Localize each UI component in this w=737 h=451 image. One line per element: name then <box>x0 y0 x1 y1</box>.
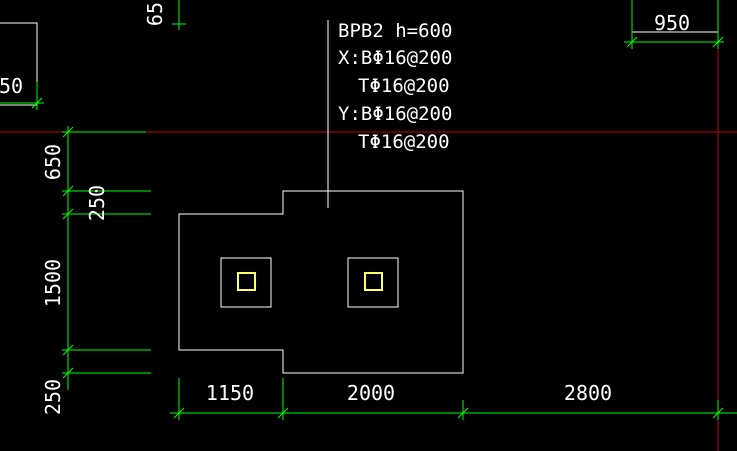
dimension-chain-bottom <box>170 378 737 420</box>
dim-text-950: 950 <box>654 11 690 35</box>
column-right-core <box>364 272 383 291</box>
annotation-y-label: Y:BΦ16@200 <box>338 103 452 125</box>
annotation-x-label: X:BΦ16@200 <box>338 47 452 69</box>
dim-text-bottom-1150: 1150 <box>206 381 254 405</box>
annotation-y-top: TΦ16@200 <box>358 131 450 153</box>
dim-text-left-650: 650 <box>41 144 65 180</box>
dimension-left-partial <box>0 82 44 110</box>
annotation-title: BPB2 h=600 <box>338 20 452 42</box>
dimension-chain-left <box>62 126 151 390</box>
partial-outline-topleft <box>0 22 38 106</box>
dim-text-bottom-2800: 2800 <box>564 381 612 405</box>
dimension-950 <box>624 0 724 49</box>
annotation-x-top: TΦ16@200 <box>358 75 450 97</box>
column-left[interactable] <box>220 257 272 308</box>
dim-text-left-1500: 1500 <box>41 259 65 307</box>
column-right[interactable] <box>347 257 399 308</box>
column-left-core <box>237 272 256 291</box>
dim-text-left-250-upper: 250 <box>85 185 109 221</box>
dim-text-top-partial: 65 <box>143 2 167 26</box>
footing-outline[interactable] <box>178 190 464 374</box>
dim-text-left-partial: 50 <box>0 74 23 98</box>
dim-text-bottom-2000: 2000 <box>347 381 395 405</box>
dimension-top-partial <box>172 0 186 30</box>
dim-text-left-250-lower: 250 <box>41 379 65 415</box>
